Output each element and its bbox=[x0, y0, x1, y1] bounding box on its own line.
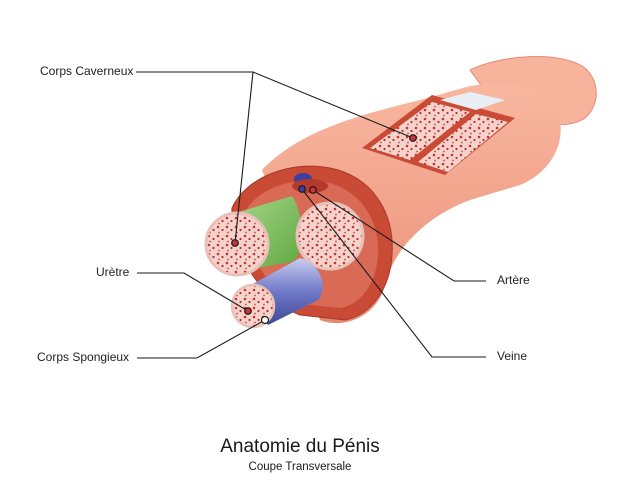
leader-corps-spongieux bbox=[137, 319, 266, 359]
label-corps-caverneux: Corps Caverneux bbox=[40, 64, 134, 78]
label-veine: Veine bbox=[497, 349, 528, 363]
corpora-window bbox=[362, 92, 515, 175]
marker-corps-caverneux-section bbox=[231, 239, 239, 247]
marker-artere bbox=[309, 186, 317, 194]
marker-corps-caverneux-window bbox=[409, 134, 417, 142]
leader-veine bbox=[301, 188, 486, 358]
diagram-subtitle: Coupe Transversale bbox=[248, 461, 352, 473]
marker-veine bbox=[298, 185, 306, 193]
marker-uretre bbox=[244, 307, 252, 315]
label-artere: Artère bbox=[497, 273, 530, 287]
diagram-title: Anatomie du Pénis bbox=[220, 436, 380, 457]
markers bbox=[231, 134, 417, 325]
leader-artere bbox=[312, 189, 486, 282]
leader-uretre bbox=[137, 272, 249, 312]
leader-lines bbox=[136, 71, 486, 359]
corpus-cavernosum-right bbox=[295, 201, 365, 271]
label-corps-spongieux: Corps Spongieux bbox=[37, 350, 130, 364]
marker-corps-spongieux bbox=[260, 315, 270, 325]
leader-corps-caverneux-b bbox=[252, 71, 414, 139]
label-uretre: Urètre bbox=[96, 265, 130, 279]
